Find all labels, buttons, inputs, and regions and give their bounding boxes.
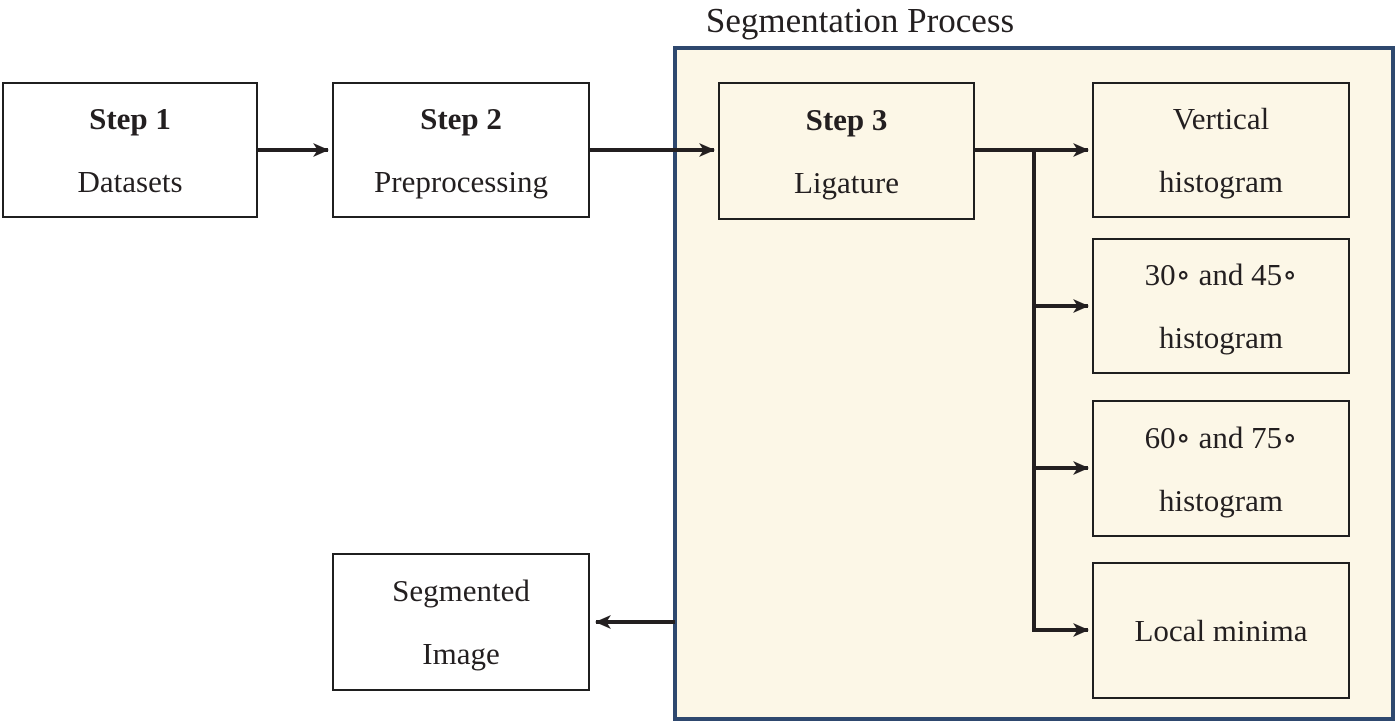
node-step2: Step 2 Preprocessing xyxy=(332,82,590,218)
node-histogram-30-45-line2: histogram xyxy=(1159,320,1283,355)
node-local-minima-label: Local minima xyxy=(1134,613,1308,648)
node-step2-label: Preprocessing xyxy=(374,164,548,199)
node-histogram-60-75-line2: histogram xyxy=(1159,482,1283,518)
node-segmented-image-line2: Image xyxy=(422,636,500,671)
node-step1-heading: Step 1 xyxy=(89,101,171,136)
node-histogram-30-45-line1: 30∘ and 45∘ xyxy=(1144,257,1298,292)
node-step1-label: Datasets xyxy=(77,164,183,199)
node-local-minima: Local minima xyxy=(1092,562,1350,699)
diagram-title: Segmentation Process xyxy=(705,1,1015,40)
node-vertical-histogram-line2: histogram xyxy=(1159,164,1283,199)
node-step3-label: Ligature xyxy=(793,165,899,200)
node-step3-heading: Step 3 xyxy=(805,102,888,137)
node-step3: Step 3 Ligature xyxy=(718,82,975,220)
node-histogram-60-75: 60∘ and 75∘ histogram xyxy=(1092,400,1350,537)
node-step2-heading: Step 2 xyxy=(420,101,502,136)
node-step1: Step 1 Datasets xyxy=(2,82,258,218)
node-segmented-image-line1: Segmented xyxy=(392,573,530,608)
node-vertical-histogram-line1: Vertical xyxy=(1172,101,1270,136)
node-segmented-image: Segmented Image xyxy=(332,553,590,691)
node-vertical-histogram: Vertical histogram xyxy=(1092,82,1350,218)
node-histogram-30-45: 30∘ and 45∘ histogram xyxy=(1092,238,1350,374)
node-histogram-60-75-line1: 60∘ and 75∘ xyxy=(1144,419,1298,455)
